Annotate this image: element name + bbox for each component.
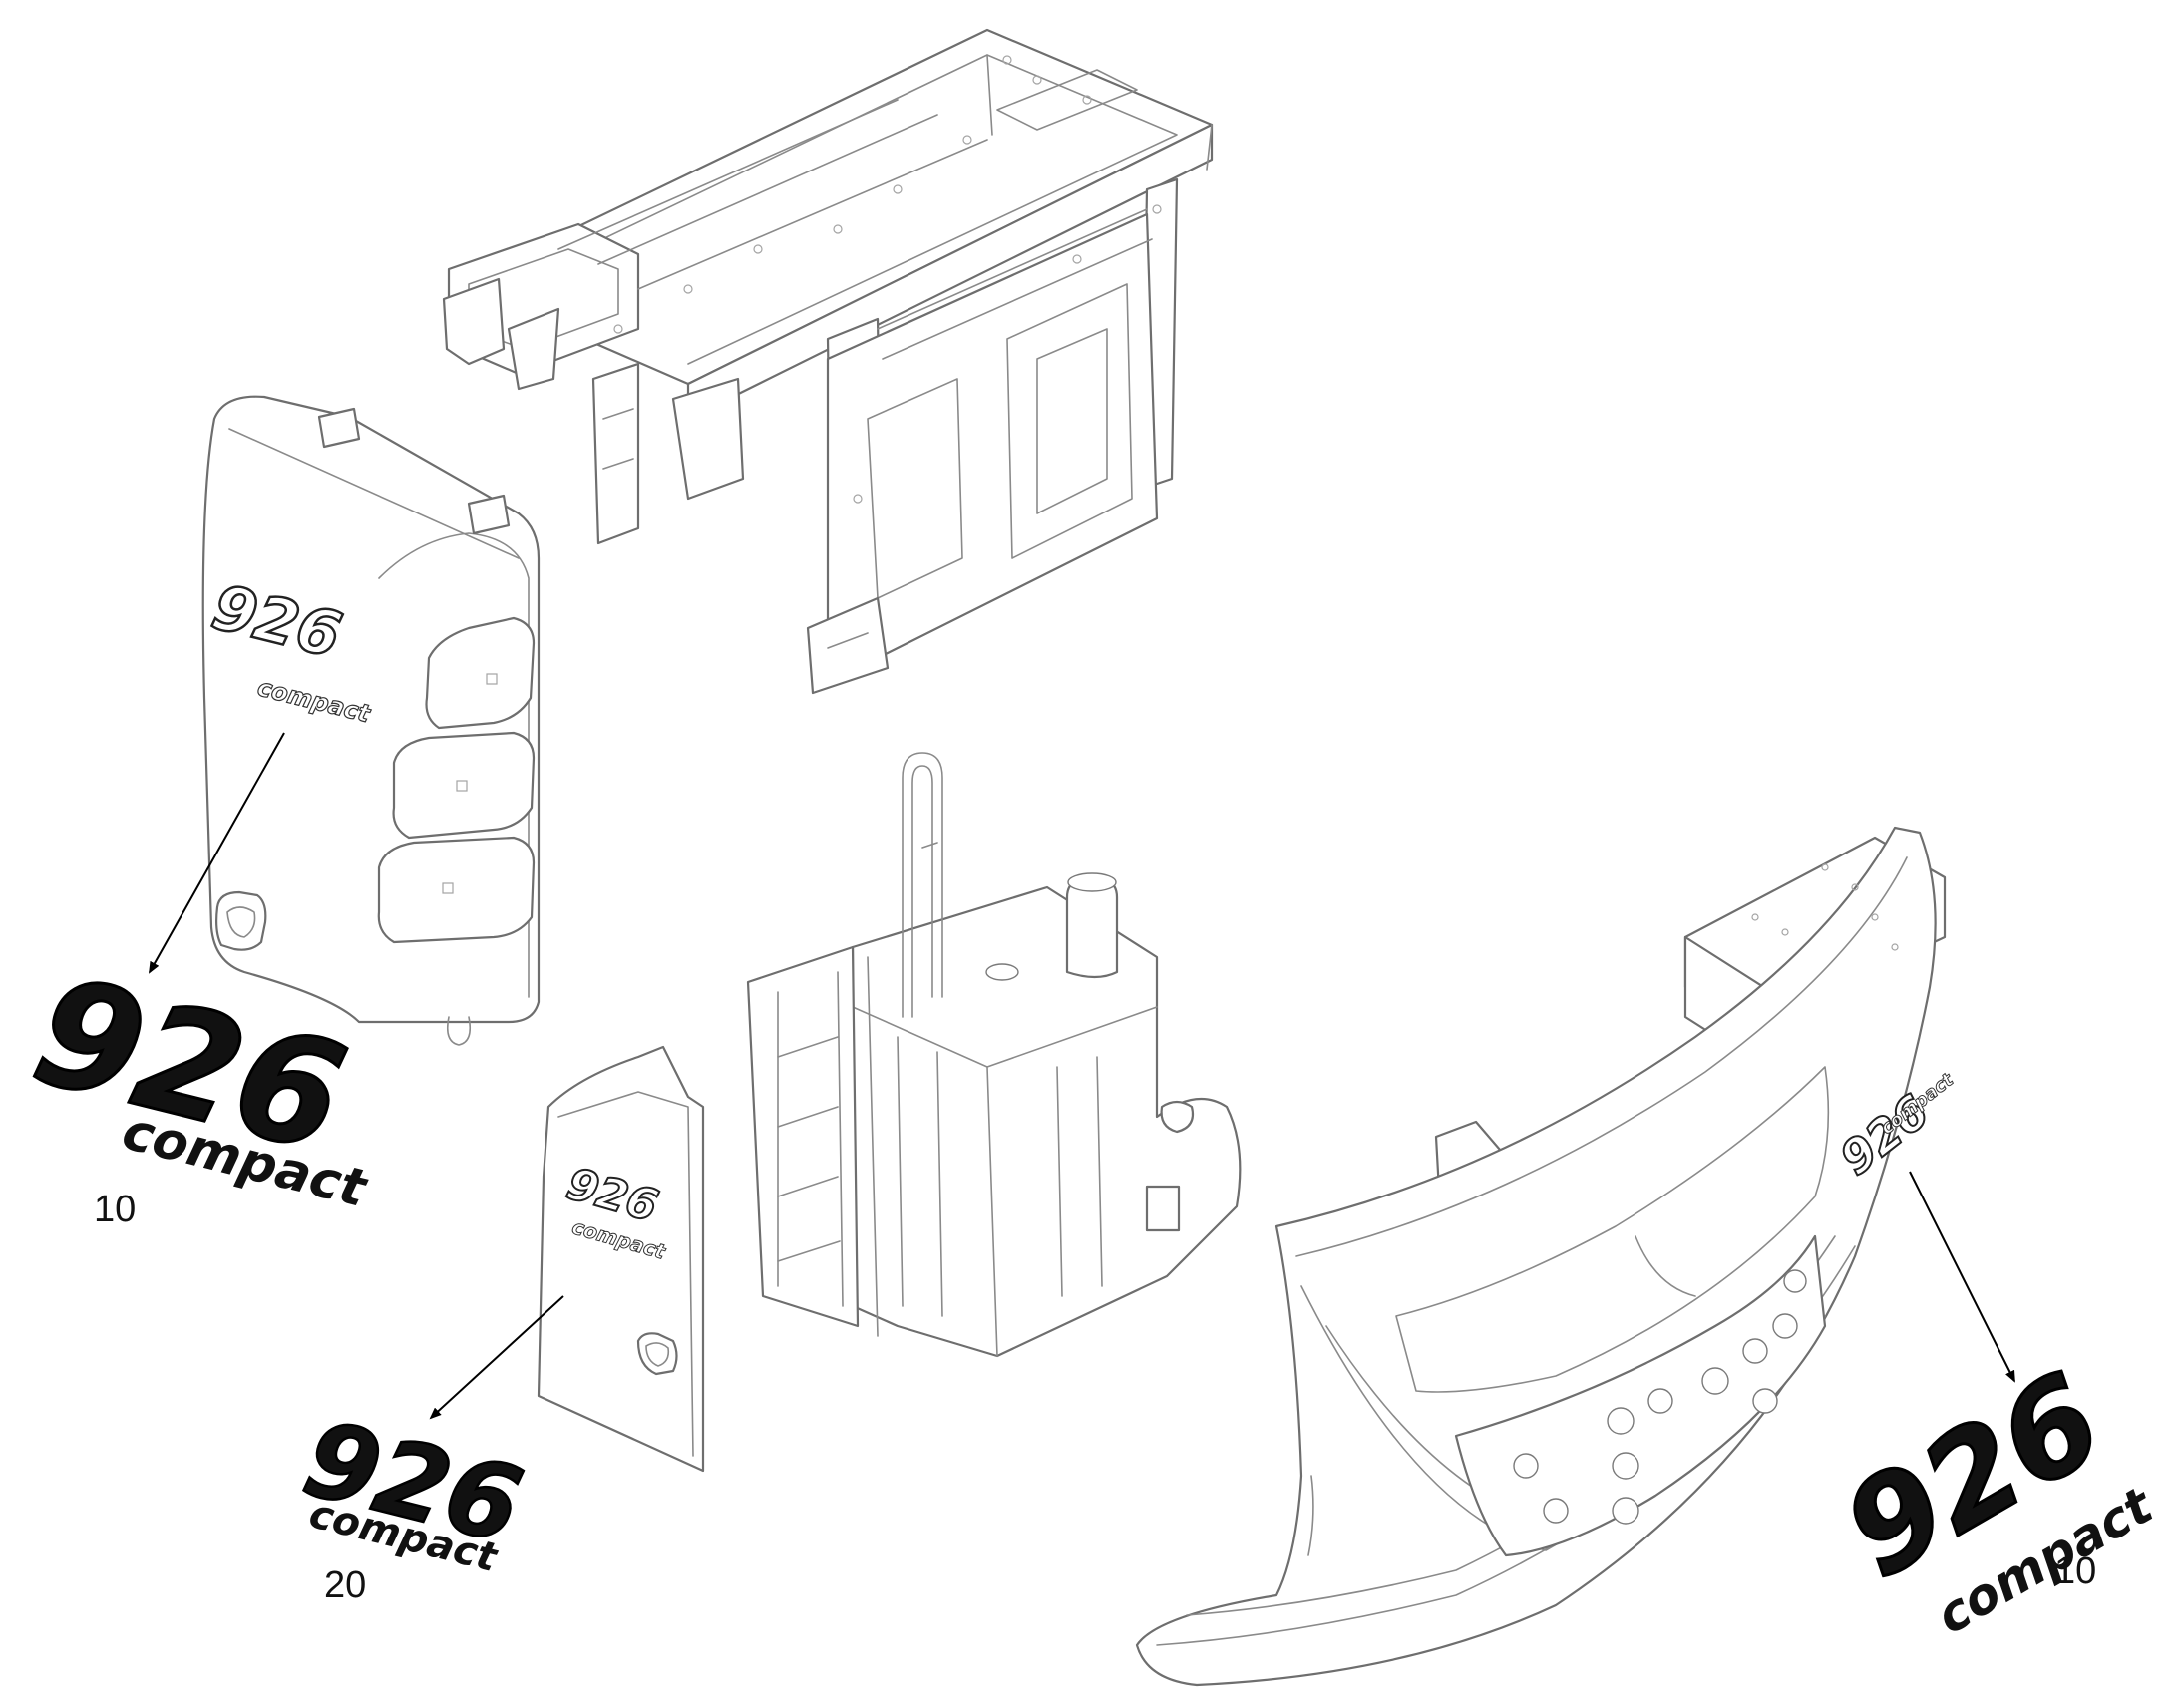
leader-line-counterweight	[1909, 1171, 2015, 1383]
decal-item-counterweight: 926 compact	[1820, 1344, 2164, 1646]
leader-line-hood	[149, 732, 285, 974]
callout-decal-counterweight: 10	[2054, 1550, 2096, 1592]
callout-decal-left: 10	[94, 1189, 136, 1230]
counterweight: 926 compact	[1135, 826, 1959, 1687]
door-panel: 926 compact	[537, 1045, 705, 1473]
fuel-tank-assembly	[746, 752, 1242, 1358]
decal-item-door: 926 compact	[292, 1396, 535, 1582]
machine-frame	[442, 28, 1214, 695]
leader-line-door	[429, 1295, 564, 1420]
hood-decal-number: 926	[205, 570, 348, 672]
callout-decal-door: 20	[324, 1564, 366, 1606]
left-side-hood: 926 compact	[201, 395, 541, 1046]
